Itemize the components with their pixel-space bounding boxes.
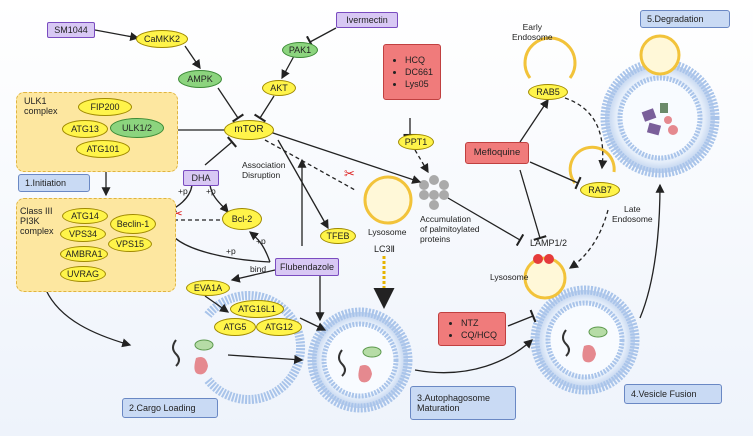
tfeb-node[interactable]: TFEB xyxy=(320,228,356,244)
ntz-list: NTZ CQ/HCQ xyxy=(447,317,497,341)
phagophore xyxy=(172,291,306,404)
association-disruption-label: Association Disruption xyxy=(242,160,286,180)
beclin1-node[interactable]: Beclin-1 xyxy=(110,214,156,234)
debris-icon xyxy=(664,116,672,124)
lamp12-label: LAMP1/2 xyxy=(530,238,568,248)
vps15-node[interactable]: VPS15 xyxy=(108,236,152,252)
mitochondrion-icon xyxy=(194,339,214,351)
class3-complex-label: Class III PI3K complex xyxy=(20,206,54,236)
scissors-icon: ✂ xyxy=(172,206,183,221)
stage-initiation: 1.Initiation xyxy=(18,174,90,192)
mtor-node[interactable]: mTOR xyxy=(224,120,274,140)
phospho-label: +p xyxy=(206,186,216,196)
stage-autophagosome-maturation: 3.Autophagosome Maturation xyxy=(410,386,516,420)
rab7-node[interactable]: RAB7 xyxy=(580,182,620,198)
uvrag-node[interactable]: UVRAG xyxy=(60,266,106,282)
debris-icon xyxy=(660,103,668,113)
mitochondrion-icon xyxy=(362,346,382,358)
early-endosome-label: Early Endosome xyxy=(512,22,553,42)
hcq-list: HCQ DC661 Lys05 xyxy=(391,54,433,90)
accumulation-label: Accumulation of palmitoylated proteins xyxy=(420,214,480,244)
vps34-node[interactable]: VPS34 xyxy=(60,226,106,242)
bcl2-node[interactable]: Bcl-2 xyxy=(222,208,262,230)
dna-icon xyxy=(338,349,346,377)
atg16l1-node[interactable]: ATG16L1 xyxy=(230,300,284,318)
phospho-label: +p xyxy=(256,236,266,246)
mefloquine-box[interactable]: Mefloquine xyxy=(465,142,529,164)
flubendazole-box[interactable]: Flubendazole xyxy=(275,258,339,276)
lysosome-right-label: Lysosome xyxy=(490,272,529,282)
lc3-label: LC3Ⅱ xyxy=(374,244,395,254)
atg14-node[interactable]: ATG14 xyxy=(62,208,108,224)
stage-degradation: 5.Degradation xyxy=(640,10,730,28)
ulk12-node[interactable]: ULK1/2 xyxy=(110,118,164,138)
autophagosome xyxy=(307,307,413,413)
protein-aggregate-icon xyxy=(358,365,372,383)
dc661-item: DC661 xyxy=(405,66,433,78)
eva1a-node[interactable]: EVA1A xyxy=(186,280,230,296)
ampk-node[interactable]: AMPK xyxy=(178,70,222,88)
debris-icon xyxy=(668,125,678,135)
camkk2-node[interactable]: CaMKK2 xyxy=(136,30,188,48)
stage-cargo-loading: 2.Cargo Loading xyxy=(122,398,218,418)
ntz-group-box[interactable]: NTZ CQ/HCQ xyxy=(438,312,506,346)
palmitoylated-proteins-icon xyxy=(419,175,449,210)
ambra1-node[interactable]: AMBRA1 xyxy=(60,246,108,262)
phospho-label: +p xyxy=(178,186,188,196)
protein-aggregate-icon xyxy=(194,357,208,375)
late-endosome-label: Late Endosome xyxy=(612,204,653,224)
dna-icon xyxy=(562,329,570,357)
scissors-icon: ✂ xyxy=(344,166,355,181)
early-endosome-icon xyxy=(523,36,577,79)
ulk1-complex-label: ULK1 complex xyxy=(24,96,58,116)
mitochondrion-icon xyxy=(588,326,608,338)
rab5-node[interactable]: RAB5 xyxy=(528,84,568,100)
lysosome-mid-icon xyxy=(363,175,413,225)
lysosome-right-icon xyxy=(523,256,567,300)
stage-vesicle-fusion: 4.Vesicle Fusion xyxy=(624,384,722,404)
cq-hcq-item: CQ/HCQ xyxy=(461,329,497,341)
phospho-label: +p xyxy=(226,246,236,256)
sm1044-box[interactable]: SM1044 xyxy=(47,22,95,38)
ivermectin-box[interactable]: Ivermectin xyxy=(336,12,398,28)
atg12-node[interactable]: ATG12 xyxy=(256,318,302,336)
autolysosome xyxy=(530,285,640,395)
hcq-item: HCQ xyxy=(405,54,433,66)
lamp-dot-icon xyxy=(533,254,543,264)
atg13-node[interactable]: ATG13 xyxy=(62,120,108,138)
degradation-vesicle xyxy=(600,34,720,178)
ppt1-node[interactable]: PPT1 xyxy=(398,134,434,150)
pak1-node[interactable]: PAK1 xyxy=(282,42,318,58)
bind-label: bind xyxy=(250,264,267,274)
protein-aggregate-icon xyxy=(582,345,596,363)
akt-node[interactable]: AKT xyxy=(262,80,296,96)
ntz-item: NTZ xyxy=(461,317,497,329)
dha-box[interactable]: DHA xyxy=(183,170,219,186)
debris-icon xyxy=(646,122,662,136)
lamp-dot-icon xyxy=(544,254,554,264)
atg5-node[interactable]: ATG5 xyxy=(214,318,256,336)
lysosome-mid-label: Lysosome xyxy=(368,227,407,237)
debris-icon xyxy=(641,108,657,122)
lys05-item: Lys05 xyxy=(405,78,433,90)
dna-icon xyxy=(172,339,180,367)
fip200-node[interactable]: FIP200 xyxy=(78,98,132,116)
hcq-group-box[interactable]: HCQ DC661 Lys05 xyxy=(383,44,441,100)
late-endosome-icon xyxy=(568,145,616,184)
atg101-node[interactable]: ATG101 xyxy=(76,140,130,158)
